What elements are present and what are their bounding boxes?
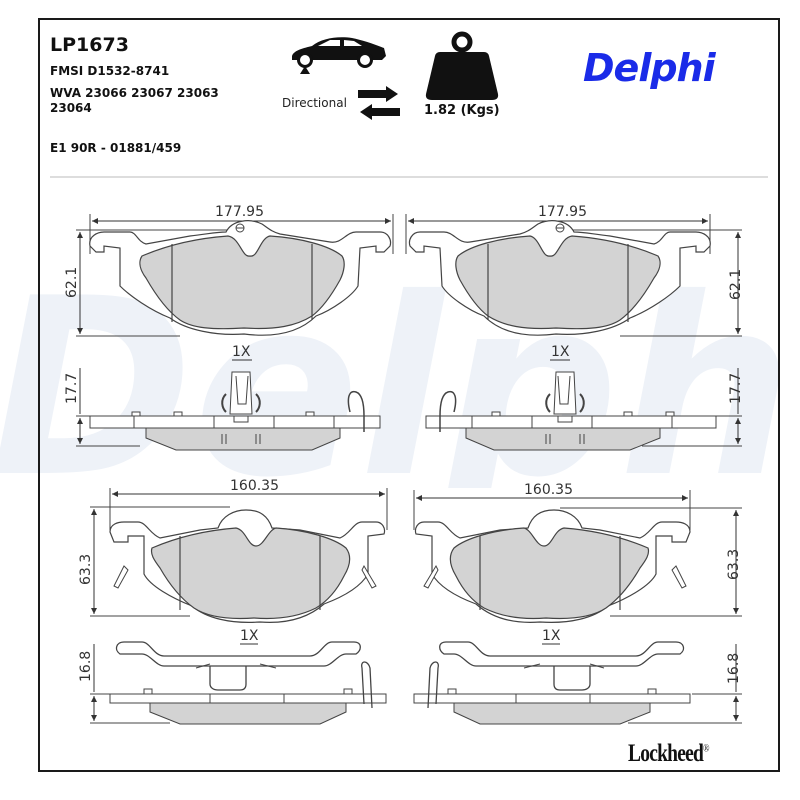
wva-codes: WVA 23066 23067 23063 23064 (50, 86, 219, 115)
weight-value: 1.82 (Kgs) (424, 103, 500, 118)
header-divider (50, 176, 768, 178)
rear-right-side-view: 1X 16.8 (413, 628, 742, 725)
fmsi-code: FMSI D1532-8741 (50, 64, 170, 78)
rear-right-pad-drawing: 160.35 63.3 (413, 482, 742, 623)
front-left-pad-drawing: 177.95 62.1 (64, 204, 394, 337)
svg-text:63.3: 63.3 (726, 549, 742, 580)
front-right-side-view: 1X 17.7 (425, 344, 744, 451)
svg-text:17.7: 17.7 (64, 373, 80, 404)
svg-text:160.35: 160.35 (230, 478, 279, 494)
svg-text:62.1: 62.1 (64, 267, 80, 298)
svg-text:16.8: 16.8 (78, 651, 94, 682)
rear-left-pad-drawing: 160.35 63.3 (78, 478, 388, 623)
directional-label: Directional (282, 96, 347, 110)
svg-text:17.7: 17.7 (728, 373, 744, 404)
delphi-logo: Delphi (583, 46, 716, 90)
lockheed-logo: Lockheed® (628, 740, 710, 767)
svg-text:16.8: 16.8 (726, 653, 742, 684)
svg-text:63.3: 63.3 (78, 554, 94, 585)
car-front-axle-icon (292, 37, 386, 74)
front-right-pad-drawing: 177.95 62.1 (405, 204, 744, 337)
directional-arrows-icon (358, 86, 400, 120)
svg-text:1X: 1X (240, 628, 259, 644)
svg-text:160.35: 160.35 (524, 482, 573, 498)
svg-text:62.1: 62.1 (728, 269, 744, 300)
svg-text:177.95: 177.95 (215, 204, 264, 220)
svg-text:1X: 1X (232, 344, 251, 360)
ece-approval: E1 90R - 01881/459 (50, 141, 182, 155)
weight-icon (425, 31, 499, 100)
svg-text:1X: 1X (542, 628, 561, 644)
svg-text:177.95: 177.95 (538, 204, 587, 220)
rear-left-side-view: 1X 16.8 (78, 628, 387, 725)
part-number: LP1673 (50, 34, 129, 56)
front-left-side-view: 1X 17.7 (64, 344, 381, 451)
svg-text:1X: 1X (551, 344, 570, 360)
datasheet-frame (38, 18, 780, 772)
